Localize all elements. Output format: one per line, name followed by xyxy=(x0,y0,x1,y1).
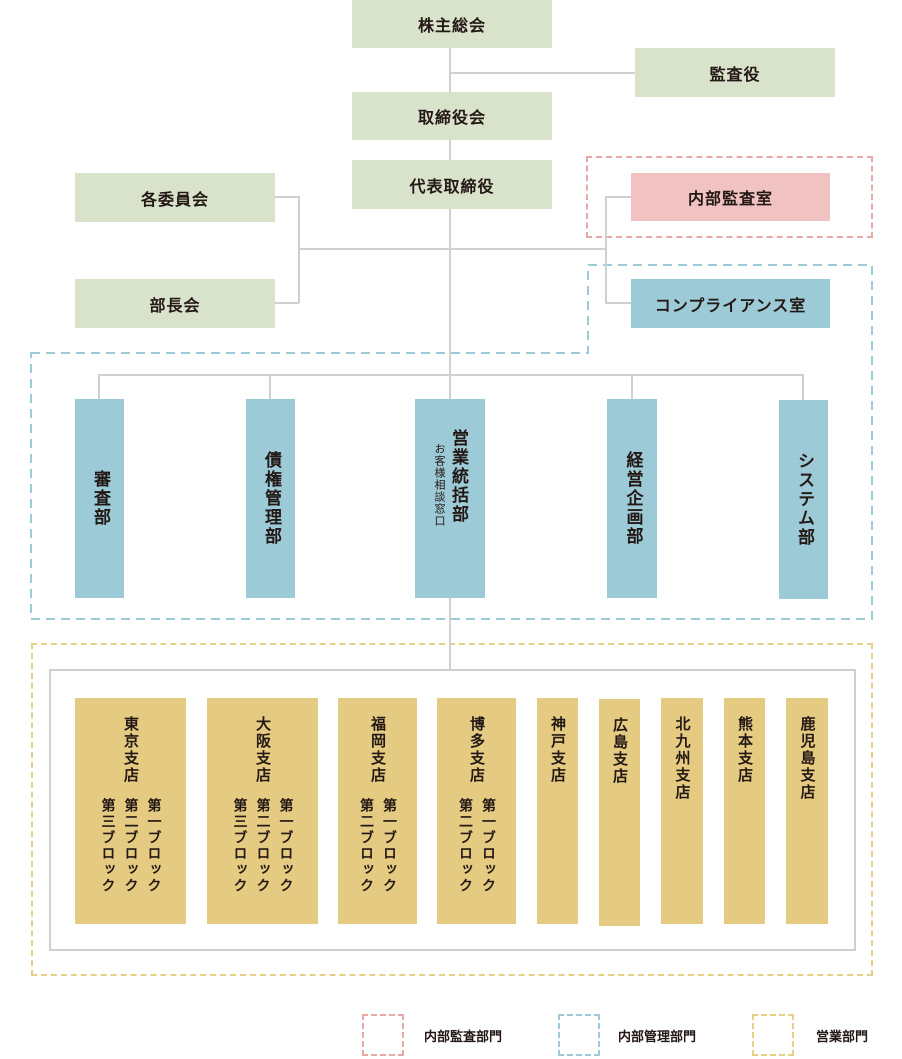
committees-box: 各委員会 xyxy=(75,173,275,222)
legend-label-internal-audit: 内部監査部門 xyxy=(424,1030,503,1045)
branch-name: 東京支店 xyxy=(122,716,140,784)
branch-name: 北九州支店 xyxy=(673,716,692,801)
legend-swatch-internal-management xyxy=(558,1014,600,1056)
legend-label-sales: 営業部門 xyxy=(816,1030,869,1045)
auditor-label: 監査役 xyxy=(709,64,761,84)
connector-to-branches xyxy=(449,598,451,669)
branch-blocks: 第一ブロック第二ブロック第三ブロック xyxy=(231,798,294,894)
branch-block-label: 第二ブロック xyxy=(358,798,374,894)
branch-box: 東京支店第一ブロック第二ブロック第三ブロック xyxy=(75,698,186,924)
branch-container xyxy=(49,669,856,951)
connector-dept-4 xyxy=(631,374,633,399)
auditor-box: 監査役 xyxy=(635,48,835,97)
branch-name: 鹿児島支店 xyxy=(798,716,817,801)
branch-block-label: 第三ブロック xyxy=(231,798,248,894)
compliance-box: コンプライアンス室 xyxy=(631,279,830,328)
branch-name: 大阪支店 xyxy=(254,716,272,784)
board-box: 取締役会 xyxy=(352,92,552,140)
representative-director-box: 代表取締役 xyxy=(352,160,552,209)
branch-name: 熊本支店 xyxy=(736,716,754,784)
branch-block-label: 第三ブロック xyxy=(99,798,116,894)
connector-compliance xyxy=(605,302,631,304)
shareholders-meeting-label: 株主総会 xyxy=(417,16,486,35)
department-name: 経営企画部 xyxy=(622,451,643,546)
internal-audit-label: 内部監査室 xyxy=(687,189,773,208)
branch-box: 大阪支店第一ブロック第二ブロック第三ブロック xyxy=(207,698,318,924)
branch-block-label: 第一ブロック xyxy=(145,798,162,894)
managers-meeting-label: 部長会 xyxy=(149,295,201,315)
branch-name: 博多支店 xyxy=(468,716,486,784)
committees-label: 各委員会 xyxy=(140,189,209,209)
branch-name: 神戸支店 xyxy=(549,716,567,784)
internal-audit-region xyxy=(586,156,873,238)
board-label: 取締役会 xyxy=(417,108,486,127)
compliance-label: コンプライアンス室 xyxy=(654,295,807,315)
department-name: 営業統括部 xyxy=(448,429,468,524)
department-subtitle: お客様相談窓口 xyxy=(433,443,446,527)
branch-block-label: 第一ブロック xyxy=(480,798,496,894)
connector-side-horizontal xyxy=(299,248,606,250)
branch-block-label: 第二ブロック xyxy=(122,798,139,894)
representative-director-label: 代表取締役 xyxy=(409,176,495,196)
shareholders-meeting-box: 株主総会 xyxy=(352,0,552,48)
branch-blocks: 第一ブロック第二ブロック xyxy=(457,798,496,894)
internal-audit-box: 内部監査室 xyxy=(631,173,830,221)
branch-box: 広島支店 xyxy=(599,699,640,926)
connector-main-vertical xyxy=(449,48,451,399)
legend-label-internal-management: 内部管理部門 xyxy=(618,1030,697,1045)
department-box: 経営企画部 xyxy=(607,399,657,598)
branch-box: 福岡支店第一ブロック第二ブロック xyxy=(338,698,417,924)
managers-meeting-box: 部長会 xyxy=(75,279,275,328)
legend-swatch-internal-audit xyxy=(362,1014,404,1056)
connector-left-vertical xyxy=(298,196,300,303)
sales-region xyxy=(31,643,873,976)
branch-block-label: 第一ブロック xyxy=(381,798,397,894)
department-name: システム部 xyxy=(794,452,814,547)
branch-block-label: 第二ブロック xyxy=(254,798,271,894)
department-name: 債権管理部 xyxy=(261,451,281,546)
branch-block-label: 第二ブロック xyxy=(457,798,473,894)
connector-dept-2 xyxy=(269,374,271,399)
connector-departments-horizontal xyxy=(99,374,804,376)
department-box: 審査部 xyxy=(75,399,124,598)
branch-box: 博多支店第一ブロック第二ブロック xyxy=(437,698,516,924)
branch-block-label: 第一ブロック xyxy=(277,798,294,894)
branch-name: 福岡支店 xyxy=(369,716,387,784)
department-box: システム部 xyxy=(779,400,828,599)
connector-committees xyxy=(274,196,299,198)
connector-right-vertical xyxy=(605,196,607,304)
connector-dept-5 xyxy=(802,374,804,400)
connector-auditor xyxy=(450,72,636,74)
branch-box: 鹿児島支店 xyxy=(786,698,828,924)
department-name: 審査部 xyxy=(90,470,110,527)
connector-managers xyxy=(274,302,299,304)
branch-box: 神戸支店 xyxy=(537,698,578,924)
branch-box: 北九州支店 xyxy=(661,698,703,924)
legend-swatch-sales xyxy=(752,1014,794,1056)
department-box: 債権管理部 xyxy=(246,399,295,598)
branch-box: 熊本支店 xyxy=(724,698,765,924)
connector-internal-audit xyxy=(605,196,631,198)
branch-name: 広島支店 xyxy=(611,717,629,785)
branch-blocks: 第一ブロック第二ブロック xyxy=(358,798,397,894)
connector-dept-1 xyxy=(98,374,100,399)
department-box: 営業統括部 お客様相談窓口 xyxy=(415,399,485,598)
branch-blocks: 第一ブロック第二ブロック第三ブロック xyxy=(99,798,162,894)
